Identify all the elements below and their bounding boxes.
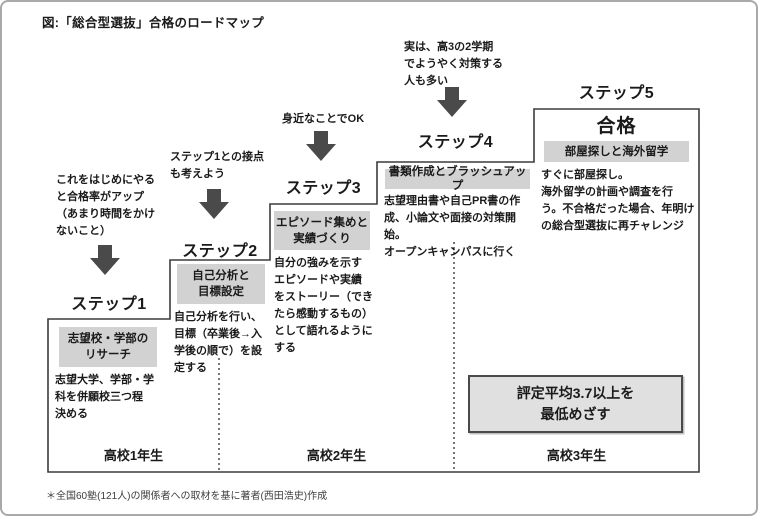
grade-label-year1: 高校1年生 (103, 448, 164, 463)
figure-footnote: ＊全国60塾(121人)の関係者への取材を基に著者(西田浩史)作成 (46, 491, 328, 502)
step1-header: 志望校・学部の リサーチ (59, 327, 157, 367)
step5-title: ステップ5 (578, 85, 655, 102)
down-arrow-icon (437, 87, 467, 117)
step3-body: 自分の強みを示す エピソードや実績 をストーリー（でき たら感動するもの） とし… (274, 257, 373, 354)
step4-title: ステップ4 (417, 134, 494, 151)
step5-body: すぐに部屋探し。 海外留学の計画や調査を行 う。不合格だった場合、年明け の総合… (541, 169, 695, 232)
step2-body: 自己分析を行い、 目標（卒業後→入 学後の順で）を設 定する (174, 311, 262, 374)
down-arrow-icon (199, 189, 229, 219)
step4-annotation: 実は、高3の2学期 でようやく対策する 人も多い (404, 41, 503, 87)
step3-annotation: 身近なことでOK (282, 113, 365, 125)
staircase-outline (47, 108, 700, 473)
goal-box: 評定平均3.7以上を 最低めざす (468, 375, 683, 433)
step3-header: エピソード集めと 実績づくり (274, 211, 370, 250)
step4-header: 書類作成とブラッシュアップ (385, 166, 530, 192)
figure-title: 図:「総合型選抜」合格のロードマップ (42, 16, 265, 30)
step1-title: ステップ1 (71, 296, 147, 313)
step2-title: ステップ2 (182, 243, 258, 260)
step1-annotation: これをはじめにやる と合格率がアップ （あまり時間をかけ ないこと） (56, 174, 155, 237)
down-arrow-icon (306, 131, 336, 161)
step5-header: 部屋探しと海外留学 (544, 141, 689, 162)
step4-body: 志望理由書や自己PR書の作 成、小論文や面接の対策開始。 オープンキャンパスに行… (384, 195, 521, 258)
grade-label-year2: 高校2年生 (306, 448, 367, 463)
step2-annotation: ステップ1との接点 も考えよう (170, 151, 265, 180)
step1-body: 志望大学、学部・学 科を併願校三つ程 決める (55, 374, 154, 420)
down-arrow-icon (90, 245, 120, 275)
pass-label: 合格 (596, 116, 637, 137)
grade-label-year3: 高校3年生 (546, 448, 607, 463)
step3-title: ステップ3 (285, 180, 362, 197)
step2-header: 自己分析と 目標設定 (177, 264, 265, 304)
